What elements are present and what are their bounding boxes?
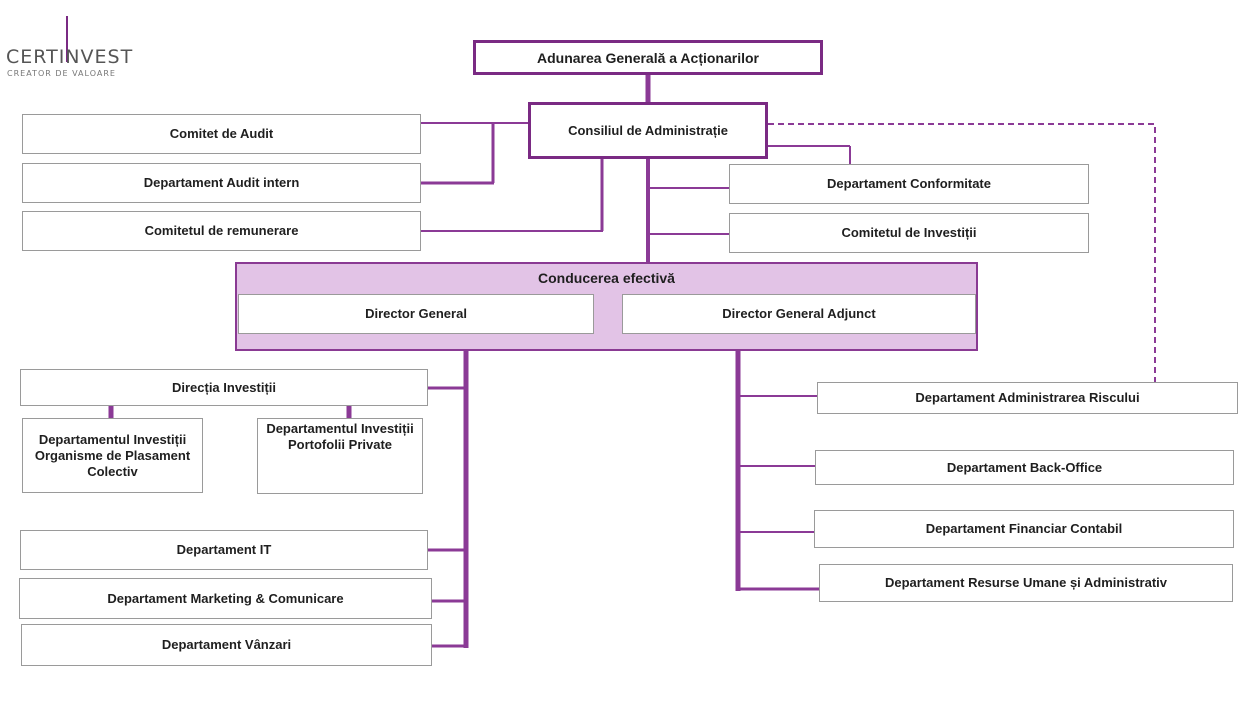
- node-comitet-audit: Comitet de Audit: [22, 114, 421, 154]
- node-director-general: Director General: [238, 294, 594, 334]
- node-dep-backoffice: Departament Back-Office: [815, 450, 1234, 485]
- node-dep-vanzari: Departament Vânzari: [21, 624, 432, 666]
- node-directia-investitii: Direcția Investiții: [20, 369, 428, 406]
- node-comitet-investitii: Comitetul de Investiții: [729, 213, 1089, 253]
- node-dep-opc: Departamentul Investiții Organisme de Pl…: [22, 418, 203, 493]
- node-dep-it: Departament IT: [20, 530, 428, 570]
- node-conformitate: Departament Conformitate: [729, 164, 1089, 204]
- logo-tagline: CREATOR DE VALOARE: [7, 69, 116, 78]
- node-dep-hr: Departament Resurse Umane și Administrat…: [819, 564, 1233, 602]
- group-conducere-title: Conducerea efectivă: [538, 270, 675, 286]
- node-aga: Adunarea Generală a Acționarilor: [473, 40, 823, 75]
- logo-name: CERTINVEST: [6, 46, 134, 68]
- node-dep-portofolii: Departamentul Investiții Portofolii Priv…: [257, 418, 423, 494]
- node-consiliu: Consiliul de Administrație: [528, 102, 768, 159]
- node-dep-marketing: Departament Marketing & Comunicare: [19, 578, 432, 619]
- logo-accent-line: [66, 16, 68, 62]
- node-audit-intern: Departament Audit intern: [22, 163, 421, 203]
- node-remunerare: Comitetul de remunerare: [22, 211, 421, 251]
- node-dep-financiar: Departament Financiar Contabil: [814, 510, 1234, 548]
- node-dep-risc: Departament Administrarea Riscului: [817, 382, 1238, 414]
- node-director-adjunct: Director General Adjunct: [622, 294, 976, 334]
- certinvest-logo: CERTINVEST CREATOR DE VALOARE: [6, 16, 156, 86]
